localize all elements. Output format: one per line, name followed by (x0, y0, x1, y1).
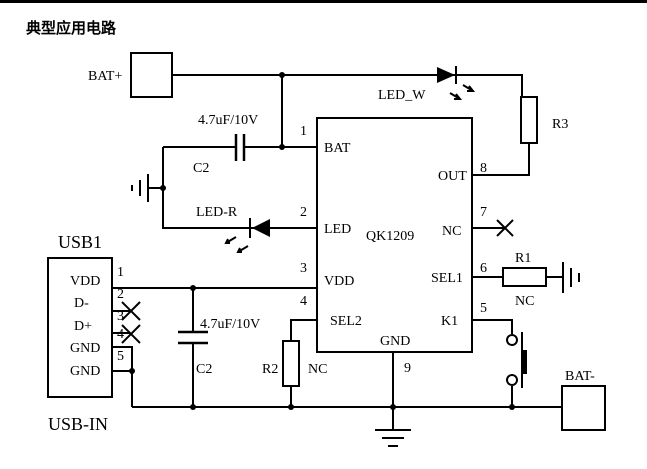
pin-number-4: 4 (300, 294, 307, 309)
wire-usb (112, 287, 562, 408)
pin-label-sel2: SEL2 (330, 314, 362, 329)
pin-number-6: 6 (480, 261, 487, 276)
pin-number-9: 9 (404, 361, 411, 376)
wire-k1 (472, 319, 513, 407)
pin-number-1: 1 (300, 124, 307, 139)
pin-number-3: 3 (300, 261, 307, 276)
led-w-diode (437, 66, 476, 100)
bat-minus-terminal (561, 385, 606, 431)
bat-plus-label: BAT+ (88, 69, 122, 84)
usb-pin-number-2: 2 (117, 287, 124, 302)
ground-icon (131, 174, 149, 202)
led-r-label: LED-R (196, 205, 238, 220)
pin-label-led: LED (324, 222, 351, 237)
pin-number-8: 8 (480, 161, 487, 176)
wire-bat-out (172, 74, 530, 176)
usb-name: USB1 (58, 232, 102, 252)
pin-label-k1: K1 (441, 314, 458, 329)
r1-resistor (502, 267, 547, 287)
usb-pin-gnd1: GND (70, 341, 100, 356)
ic-name: QK1209 (366, 229, 414, 244)
led-w-label: LED_W (378, 88, 426, 103)
usb-pin-number-1: 1 (117, 265, 124, 280)
c2-bottom-label: C2 (196, 362, 212, 377)
usb-pin-gnd2: GND (70, 364, 100, 379)
usb-pin-dminus: D- (74, 296, 89, 311)
ic-qk1209 (316, 117, 473, 353)
pin-number-7: 7 (480, 205, 487, 220)
page-title: 典型应用电路 (26, 19, 117, 37)
usb-connector (47, 257, 113, 398)
r3-label: R3 (552, 117, 568, 132)
c2-bottom-value: 4.7uF/10V (200, 317, 260, 332)
wire-sel2 (290, 319, 317, 407)
c2-top-value: 4.7uF/10V (198, 113, 258, 128)
ground-icon (375, 429, 411, 447)
r2-nc-label: NC (308, 362, 327, 377)
r2-resistor (282, 340, 300, 387)
r2-label: R2 (262, 362, 278, 377)
r1-label: R1 (515, 251, 531, 266)
usb-in-label: USB-IN (48, 414, 108, 434)
pin-label-gnd: GND (380, 334, 410, 349)
pin-label-out: OUT (438, 169, 467, 184)
ground-icon (562, 262, 580, 293)
pin-number-5: 5 (480, 301, 487, 316)
pin-label-bat: BAT (324, 141, 351, 156)
usb-pin-number-3: 3 (117, 309, 124, 324)
c2-top-capacitor (234, 134, 246, 161)
usb-pin-number-4: 4 (117, 327, 124, 342)
pin-label-nc: NC (442, 224, 461, 239)
r3-resistor (520, 96, 538, 144)
top-rule (0, 0, 647, 3)
usb-pin-number-5: 5 (117, 349, 124, 364)
usb-pin-vdd: VDD (70, 274, 100, 289)
push-button-switch (506, 332, 527, 388)
bat-plus-terminal (130, 52, 173, 98)
pin-label-sel1: SEL1 (431, 271, 463, 286)
led-r-diode (224, 218, 270, 253)
usb-pin-dplus: D+ (74, 319, 92, 334)
r1-nc-label: NC (515, 294, 534, 309)
c2-bottom-capacitor (178, 330, 208, 345)
pin-label-vdd: VDD (324, 274, 354, 289)
no-connect-icon (121, 301, 141, 344)
no-connect-icon (496, 219, 514, 237)
pin-number-2: 2 (300, 205, 307, 220)
bat-minus-label: BAT- (565, 369, 595, 384)
c2-top-label: C2 (193, 161, 209, 176)
